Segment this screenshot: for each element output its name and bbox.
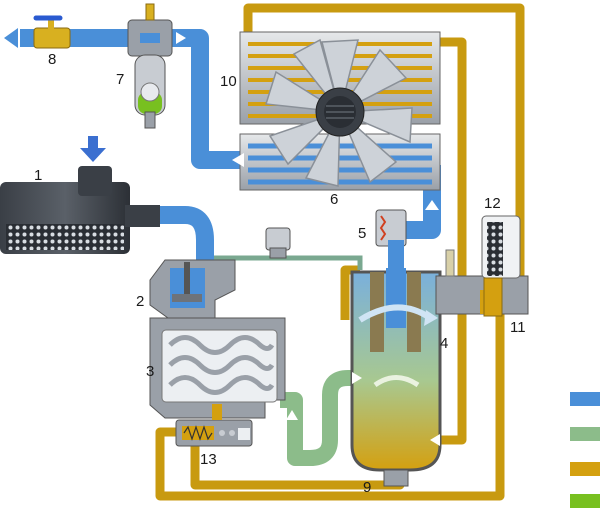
oil-filter xyxy=(481,215,521,279)
label-6: 6 xyxy=(330,191,339,208)
label-7: 7 xyxy=(116,71,125,88)
label-9: 9 xyxy=(363,479,372,496)
separator-tank xyxy=(350,268,442,487)
min-pressure-valve xyxy=(375,209,407,270)
label-10: 10 xyxy=(220,73,237,90)
screw-element xyxy=(149,317,298,420)
thermostatic-valve xyxy=(175,404,253,447)
label-12: 12 xyxy=(484,195,501,212)
label-8: 8 xyxy=(48,51,57,68)
label-2: 2 xyxy=(136,293,145,310)
fine-filter xyxy=(127,3,173,129)
solenoid-valve xyxy=(265,227,291,259)
legend-swatch-oil xyxy=(570,462,600,476)
label-3: 3 xyxy=(146,363,155,380)
legend-swatch-air xyxy=(570,392,600,406)
label-13: 13 xyxy=(200,451,217,468)
label-1: 1 xyxy=(34,167,43,184)
label-4: 4 xyxy=(440,335,449,352)
ball-valve[interactable] xyxy=(33,15,71,49)
intake-valve xyxy=(149,238,236,319)
legend-swatch-mix xyxy=(570,427,600,441)
legend xyxy=(570,392,600,508)
oil-stop-valve xyxy=(483,277,503,317)
air-aftercooler xyxy=(239,133,441,191)
air-intake-filter xyxy=(0,166,160,254)
mix-circuit xyxy=(280,370,360,466)
outlet-arrow-icon xyxy=(4,28,18,48)
label-5: 5 xyxy=(358,225,367,242)
control-line xyxy=(205,255,363,270)
fan-icon xyxy=(265,38,413,187)
legend-swatch-condensate xyxy=(570,494,600,508)
air-intake-arrow-icon xyxy=(80,136,106,162)
label-11: 11 xyxy=(510,319,526,336)
